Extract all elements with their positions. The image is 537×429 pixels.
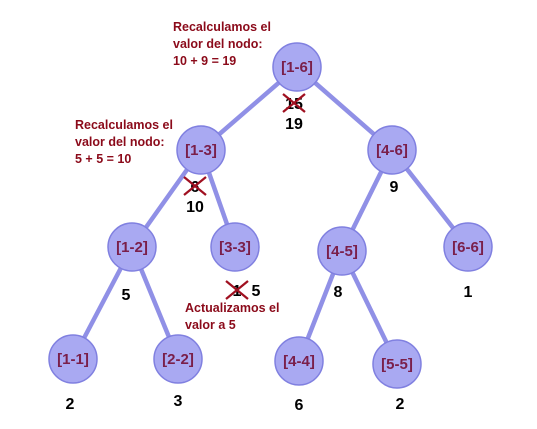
node-circle-1-1 xyxy=(48,334,98,384)
node-circle-6-6 xyxy=(443,222,493,272)
node-circle-3-3 xyxy=(210,222,260,272)
old-value-3-3: 1 xyxy=(233,283,242,300)
note-root-line-2: valor del nodo: xyxy=(173,37,263,51)
node-label-1-6: [1-6] xyxy=(281,59,313,76)
note-root: Recalculamos el valor del nodo: 10 + 9 =… xyxy=(173,20,274,68)
node-3-3: [3-3] xyxy=(210,222,260,272)
node-1-1: [1-1] xyxy=(48,334,98,384)
value-6-6: 1 xyxy=(464,284,473,301)
node-circle-4-5 xyxy=(317,226,367,276)
value-1-6: 19 xyxy=(285,116,303,133)
value-1-2: 5 xyxy=(122,287,131,304)
value-4-5: 8 xyxy=(334,284,343,301)
node-label-4-6: [4-6] xyxy=(376,142,408,159)
node-label-6-6: [6-6] xyxy=(452,239,484,256)
node-label-2-2: [2-2] xyxy=(162,351,194,368)
node-1-6: [1-6] xyxy=(272,42,322,92)
node-label-4-4: [4-4] xyxy=(283,353,315,370)
node-label-1-1: [1-1] xyxy=(57,351,89,368)
value-5-5: 2 xyxy=(396,396,405,413)
note-root-line-3: 10 + 9 = 19 xyxy=(173,54,236,68)
old-value-1-3: 6 xyxy=(191,179,200,196)
node-1-3: [1-3] xyxy=(176,125,226,175)
node-circle-1-3 xyxy=(176,125,226,175)
node-circle-4-6 xyxy=(367,125,417,175)
value-1-3: 10 xyxy=(186,199,204,216)
node-label-4-5: [4-5] xyxy=(326,243,358,260)
node-circle-4-4 xyxy=(274,336,324,386)
note-leaf-line-2: valor a 5 xyxy=(185,318,236,332)
node-2-2: [2-2] xyxy=(153,334,203,384)
node-circle-1-6 xyxy=(272,42,322,92)
note-left: Recalculamos el valor del nodo: 5 + 5 = … xyxy=(75,118,176,166)
value-1-1: 2 xyxy=(66,396,75,413)
node-1-2: [1-2] xyxy=(107,222,157,272)
node-label-1-2: [1-2] xyxy=(116,239,148,256)
note-leaf: Actualizamos el valor a 5 xyxy=(185,301,283,332)
node-circle-5-5 xyxy=(372,339,422,389)
node-4-6: [4-6] xyxy=(367,125,417,175)
node-circle-2-2 xyxy=(153,334,203,384)
value-2-2: 3 xyxy=(174,393,183,410)
node-5-5: [5-5] xyxy=(372,339,422,389)
node-label-5-5: [5-5] xyxy=(381,356,413,373)
node-label-1-3: [1-3] xyxy=(185,142,217,159)
edges xyxy=(71,65,470,365)
note-left-line-3: 5 + 5 = 10 xyxy=(75,152,131,166)
strike-b-3-3 xyxy=(225,280,249,300)
node-4-5: [4-5] xyxy=(317,226,367,276)
strike-b-1-6 xyxy=(282,93,306,113)
note-leaf-line-1: Actualizamos el xyxy=(185,301,279,315)
node-label-3-3: [3-3] xyxy=(219,239,251,256)
nodes: [1-6] [1-3] [4-6] [1-2] [3-3] [4-5] [6-6] [1-1]… xyxy=(48,42,493,389)
node-6-6: [6-6] xyxy=(443,222,493,272)
strike-b-1-3 xyxy=(183,176,207,196)
note-left-line-2: valor del nodo: xyxy=(75,135,165,149)
value-3-3: 5 xyxy=(252,283,261,300)
note-root-line-1: Recalculamos el xyxy=(173,20,271,34)
note-left-line-1: Recalculamos el xyxy=(75,118,173,132)
node-circle-1-2 xyxy=(107,222,157,272)
value-4-6: 9 xyxy=(390,179,399,196)
value-4-4: 6 xyxy=(295,397,304,414)
node-4-4: [4-4] xyxy=(274,336,324,386)
